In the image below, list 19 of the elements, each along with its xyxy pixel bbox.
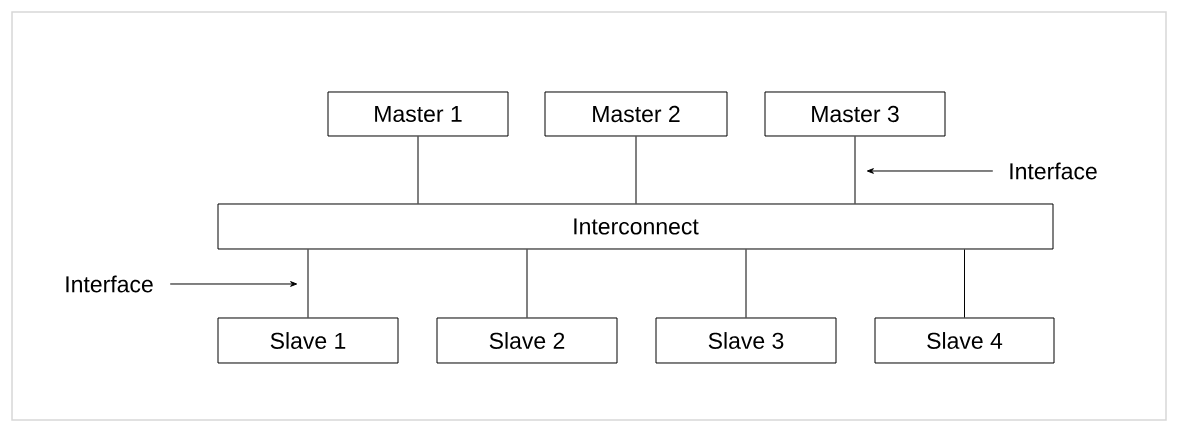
connector-line — [526, 249, 528, 318]
component-box: Slave 3 — [655, 317, 837, 364]
connector-line — [307, 249, 309, 318]
component-box: Master 2 — [544, 91, 728, 137]
connector-line — [635, 136, 637, 204]
connector-line — [964, 249, 965, 318]
component-box: Slave 4 — [874, 317, 1055, 364]
component-box: Slave 2 — [436, 317, 618, 364]
component-box: Master 1 — [327, 91, 509, 137]
connector-line — [854, 136, 856, 204]
component-box: Master 3 — [764, 91, 946, 137]
connector-line — [417, 136, 419, 204]
component-box: Slave 1 — [217, 317, 399, 364]
leader-arrow — [866, 168, 994, 174]
leader-arrow — [169, 281, 298, 287]
interface-label: Interface — [66, 275, 153, 293]
interface-label: Interface — [1010, 162, 1097, 180]
bus-box: Interconnect — [217, 203, 1054, 250]
connector-line — [745, 249, 747, 318]
